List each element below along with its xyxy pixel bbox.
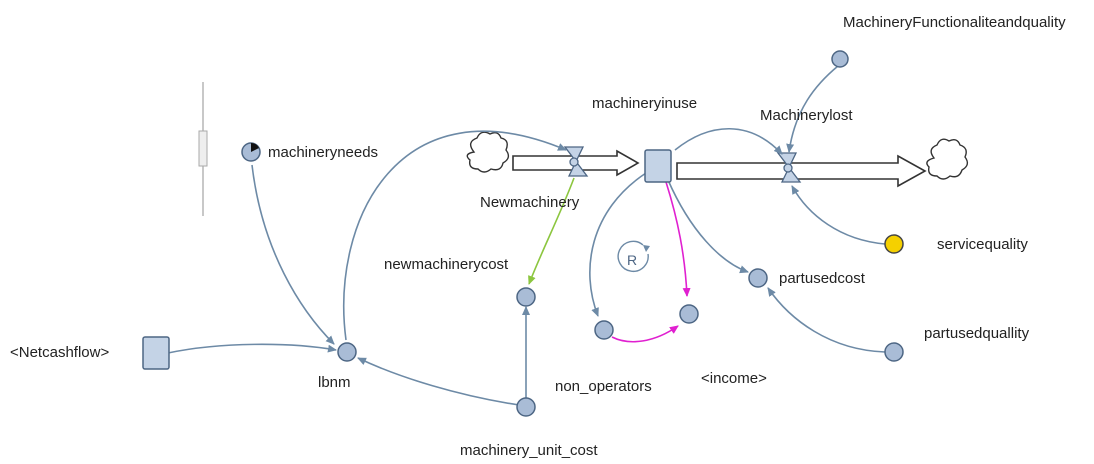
servicequality-node[interactable]: [884, 234, 904, 254]
machinerylost-label: Machinerylost: [760, 107, 853, 124]
machineryneeds-node[interactable]: [241, 142, 261, 162]
machineryneeds-label: machineryneeds: [268, 144, 378, 161]
newmachinerycost-label: newmachinerycost: [384, 256, 509, 273]
sink-cloud-icon: [926, 138, 969, 180]
income-node[interactable]: [679, 304, 699, 324]
partusedquality-label: partusedquallity: [924, 325, 1030, 342]
machineryfunc-node[interactable]: [831, 50, 849, 68]
partusedcost-node[interactable]: [748, 268, 768, 288]
servicequality-label: servicequality: [937, 236, 1028, 253]
reinforcing-loop-marker: R: [617, 240, 650, 273]
lbnm-node[interactable]: [337, 342, 357, 362]
machineryinuse-stock[interactable]: [644, 149, 672, 183]
machineryfunc-label: MachineryFunctionaliteandquality: [843, 14, 1066, 31]
machinery-unit-cost-node[interactable]: [516, 397, 536, 417]
machinerylost-valve-icon[interactable]: [776, 152, 802, 183]
newmachinerycost-node[interactable]: [516, 287, 536, 307]
machinery-unit-cost-label: machinery_unit_cost: [460, 442, 598, 459]
non-operators-node[interactable]: [594, 320, 614, 340]
flow-machinerylost-pipe: [676, 154, 927, 188]
netcashflow-label: <Netcashflow>: [10, 344, 109, 361]
machineryinuse-label: machineryinuse: [592, 95, 697, 112]
lbnm-label: lbnm: [318, 374, 351, 391]
partusedcost-label: partusedcost: [779, 270, 866, 287]
vertical-slider[interactable]: [198, 82, 208, 216]
income-label: <income>: [701, 370, 767, 387]
netcashflow-stock[interactable]: [142, 336, 170, 370]
newmachinery-label: Newmachinery: [480, 194, 580, 211]
newmachinery-valve-icon[interactable]: [563, 146, 589, 177]
partusedquality-node[interactable]: [884, 342, 904, 362]
non-operators-label: non_operators: [555, 378, 652, 395]
dependency-links: [167, 65, 886, 406]
source-cloud-icon: [466, 131, 510, 173]
svg-text:R: R: [627, 252, 637, 268]
